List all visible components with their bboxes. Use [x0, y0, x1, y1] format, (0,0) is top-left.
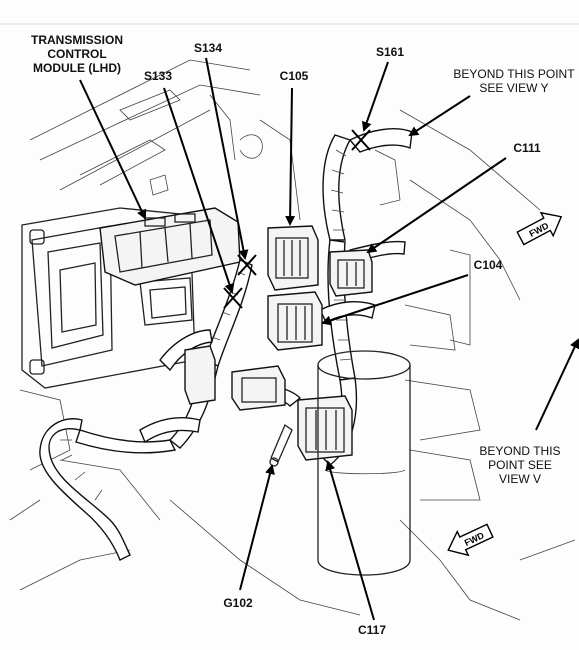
canister — [317, 350, 411, 576]
label-s134: S134 — [194, 41, 222, 55]
label-c104: C104 — [474, 258, 503, 272]
fwd-arrow-lower: FWD — [447, 523, 494, 557]
label-c105: C105 — [280, 69, 309, 83]
tcm-connector — [99, 207, 241, 286]
diagram-labels: TRANSMISSION CONTROL MODULE (LHD) S134 S… — [31, 33, 575, 637]
wire-harness — [39, 128, 413, 561]
label-g102: G102 — [223, 596, 253, 610]
connector-c105 — [267, 225, 319, 291]
label-c117: C117 — [358, 623, 386, 637]
label-s133: S133 — [144, 69, 172, 83]
connector-c111 — [329, 249, 373, 297]
label-c111: C111 — [513, 141, 541, 155]
splice-s161-mark — [351, 129, 371, 151]
ground-g102 — [269, 423, 293, 467]
fwd-arrow-upper: FWD — [516, 211, 563, 246]
label-beyond-v-line3: VIEW V — [499, 472, 541, 486]
connector-c104 — [267, 291, 323, 351]
label-s161: S161 — [376, 45, 404, 59]
label-tcm-line1: TRANSMISSION — [31, 33, 123, 47]
connector-c117 — [297, 395, 353, 461]
connector-unlabeled — [184, 345, 286, 411]
label-beyond-v-line2: POINT SEE — [488, 458, 552, 472]
leader-lines — [79, 57, 579, 621]
label-beyond-y-line2: SEE VIEW Y — [479, 81, 548, 95]
label-beyond-v-line1: BEYOND THIS — [479, 444, 560, 458]
label-tcm-line3: MODULE (LHD) — [33, 61, 121, 75]
label-beyond-y-line1: BEYOND THIS POINT — [453, 67, 575, 81]
label-tcm-line2: CONTROL — [47, 47, 106, 61]
